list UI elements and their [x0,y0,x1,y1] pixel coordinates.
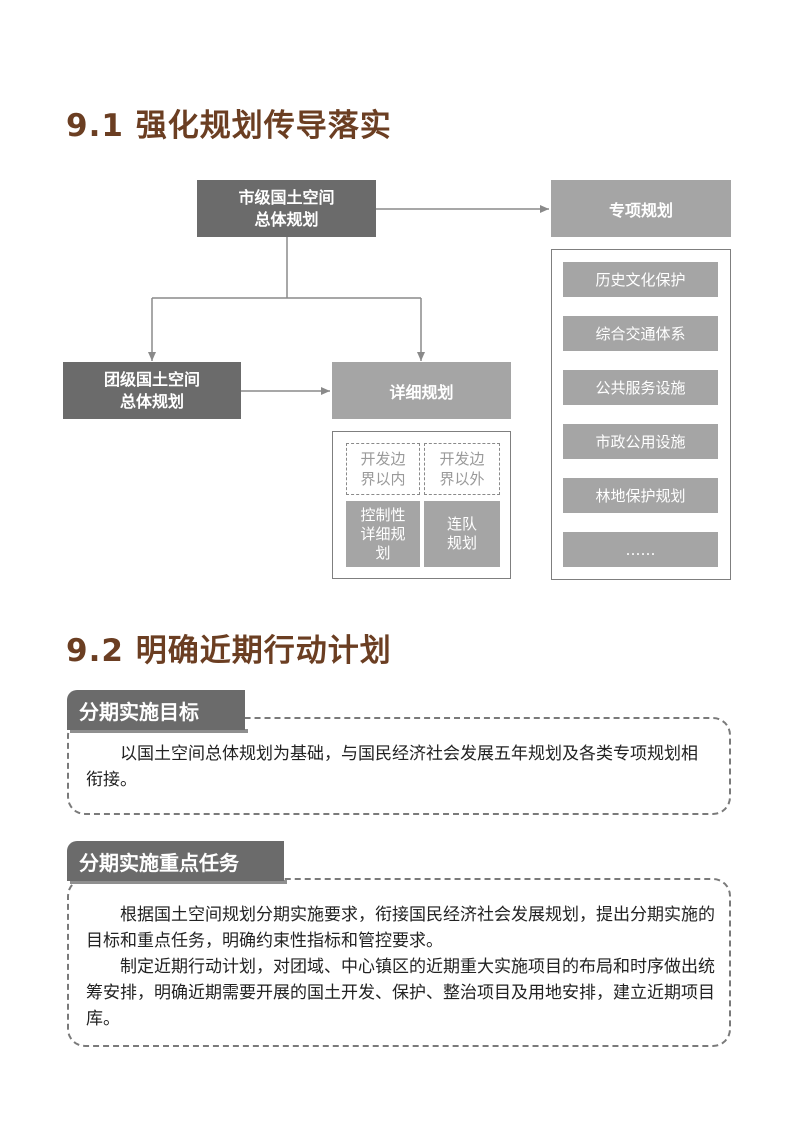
special-item-municipal: 市政公用设施 [563,424,718,459]
inside-boundary-cell: 开发边 界以内 [346,443,420,495]
outside-boundary-cell: 开发边 界以外 [424,443,500,495]
special-item-public-service: 公共服务设施 [563,370,718,405]
regulatory-detailed-plan-cell: 控制性 详细规 划 [346,501,420,567]
regiment-plan-box: 团级国土空间 总体规划 [63,362,241,419]
special-item-ellipsis: …… [563,532,718,567]
special-item-forest: 林地保护规划 [563,478,718,513]
tasks-paragraph-2: 制定近期行动计划，对团域、中心镇区的近期重大实施项目的布局和时序做出统筹安排，明… [86,957,715,1029]
tasks-tab-shadow [70,880,287,884]
city-plan-box: 市级国土空间 总体规划 [197,180,376,237]
tasks-tab: 分期实施重点任务 [67,841,284,881]
detailed-plan-box: 详细规划 [332,362,511,419]
goals-tab-shadow [70,729,248,733]
special-plan-box: 专项规划 [551,180,731,237]
special-plan-list-frame [551,249,731,580]
tasks-panel [67,878,731,1047]
tasks-paragraph-1: 根据国土空间规划分期实施要求，衔接国民经济社会发展规划，提出分期实施的目标和重点… [86,905,715,951]
special-item-history-culture: 历史文化保护 [563,262,718,297]
goals-tab: 分期实施目标 [67,690,245,730]
special-item-transport: 综合交通体系 [563,316,718,351]
goals-paragraph: 以国土空间总体规划为基础，与国民经济社会发展五年规划及各类专项规划相衔接。 [86,744,698,790]
section-heading-9-1: 9.1 强化规划传导落实 [66,108,392,144]
company-plan-cell: 连队 规划 [424,501,500,567]
goals-panel [67,717,731,815]
section-heading-9-2: 9.2 明确近期行动计划 [66,633,392,669]
